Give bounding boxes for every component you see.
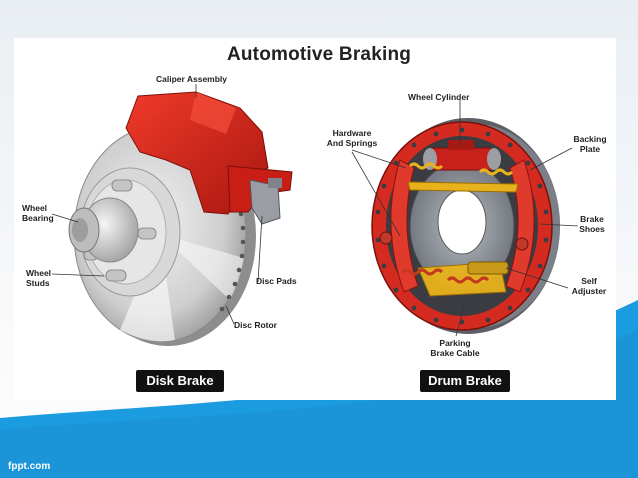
drum-brake-caption: Drum Brake	[420, 370, 510, 392]
disk-brake-caption: Disk Brake	[136, 370, 224, 392]
label-hardware-springs: Hardware And Springs	[326, 128, 378, 148]
label-brake-shoes: Brake Shoes	[579, 214, 605, 234]
label-wheel-cylinder: Wheel Cylinder	[408, 92, 470, 102]
label-wheel-studs: Wheel Studs	[26, 268, 52, 288]
label-disc-pads: Disc Pads	[256, 276, 297, 286]
brake-shoes	[390, 159, 419, 293]
label-caliper-assembly: Caliper Assembly	[156, 74, 228, 84]
drum-brake-drawing	[371, 118, 560, 334]
label-self-adjuster: Self Adjuster	[571, 276, 607, 296]
self-adjuster	[467, 261, 509, 275]
label-disc-rotor: Disc Rotor	[234, 320, 277, 330]
label-parking-brake-cable: Parking Brake Cable	[430, 338, 480, 358]
disk-brake-drawing	[68, 91, 293, 346]
label-backing-plate: Backing Plate	[573, 134, 607, 154]
diagram-title: Automotive Braking	[226, 44, 412, 65]
footer-brand[interactable]: fppt.com	[8, 461, 51, 472]
caliper-assembly	[125, 91, 293, 225]
wheel-cylinder	[423, 140, 501, 171]
label-wheel-bearing: Wheel Bearing	[22, 203, 54, 223]
